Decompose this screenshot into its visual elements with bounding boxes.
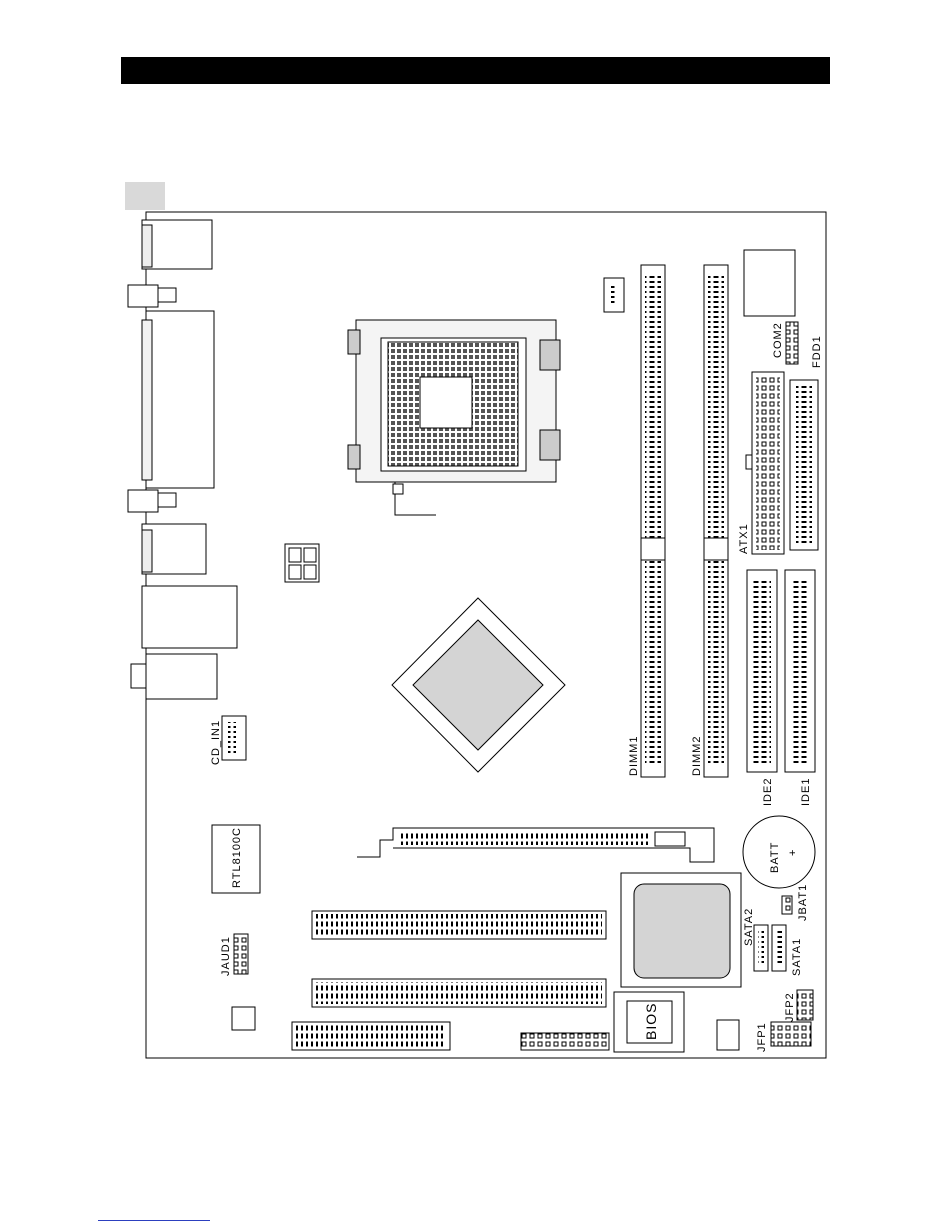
pcie-x16-slot	[357, 828, 714, 862]
label-ide1: IDE1	[800, 778, 812, 806]
footer-link-underline	[98, 1220, 210, 1221]
label-sata1: SATA1	[791, 938, 803, 976]
parallel-port	[146, 311, 214, 488]
system-fan-header	[717, 1020, 739, 1050]
front-panel-header-2	[797, 990, 813, 1020]
audio-jacks	[146, 654, 217, 699]
label-cd-in: CD_IN1	[210, 720, 222, 765]
label-dimm2: DIMM2	[691, 736, 703, 776]
lan-port	[142, 586, 237, 648]
sata1-connector	[772, 925, 786, 971]
cpu-fan-header	[604, 278, 624, 312]
ide2-connector	[747, 570, 777, 772]
pci-slot-2	[312, 979, 606, 1007]
small-chip	[232, 1007, 255, 1030]
com2-box	[744, 250, 795, 316]
floppy-connector	[790, 380, 818, 550]
label-jfp2: JFP2	[784, 992, 796, 1022]
atx-power-connector	[746, 372, 784, 554]
cpu-socket-lga775	[348, 320, 560, 515]
label-jfp1: JFP1	[756, 1022, 768, 1052]
pci-slot-3	[292, 1022, 450, 1050]
label-lan-chip: RTL8100C	[231, 827, 243, 888]
dimm1-slot	[641, 265, 665, 777]
label-bios: BIOS	[643, 1003, 659, 1040]
rear-io-panel	[128, 220, 237, 699]
front-audio-header	[234, 934, 248, 974]
southbridge-chipset	[621, 873, 741, 987]
label-jbat: JBAT1	[797, 884, 809, 921]
label-atx: ATX1	[738, 523, 750, 554]
label-com2: COM2	[772, 322, 784, 358]
label-dimm1: DIMM1	[628, 736, 640, 776]
parallel-port-screw	[128, 285, 158, 307]
cd-in-header	[222, 716, 246, 760]
northbridge-chipset	[392, 598, 565, 772]
pci-slot-1	[312, 911, 606, 939]
label-sata2: SATA2	[743, 908, 755, 946]
atx-12v-connector	[285, 544, 319, 582]
label-batt-plus: +	[787, 849, 799, 856]
label-jaud: JAUD1	[220, 936, 232, 976]
com2-header	[786, 322, 798, 364]
clear-cmos-jumper	[782, 896, 792, 914]
dimm2-slot	[704, 265, 728, 777]
label-fdd: FDD1	[811, 335, 823, 368]
sata2-connector	[754, 925, 768, 971]
label-batt: BATT	[769, 842, 781, 873]
ide1-connector	[785, 570, 815, 772]
label-ide2: IDE2	[762, 778, 774, 806]
usb-header	[521, 1033, 609, 1050]
front-panel-header-1	[771, 1022, 811, 1046]
